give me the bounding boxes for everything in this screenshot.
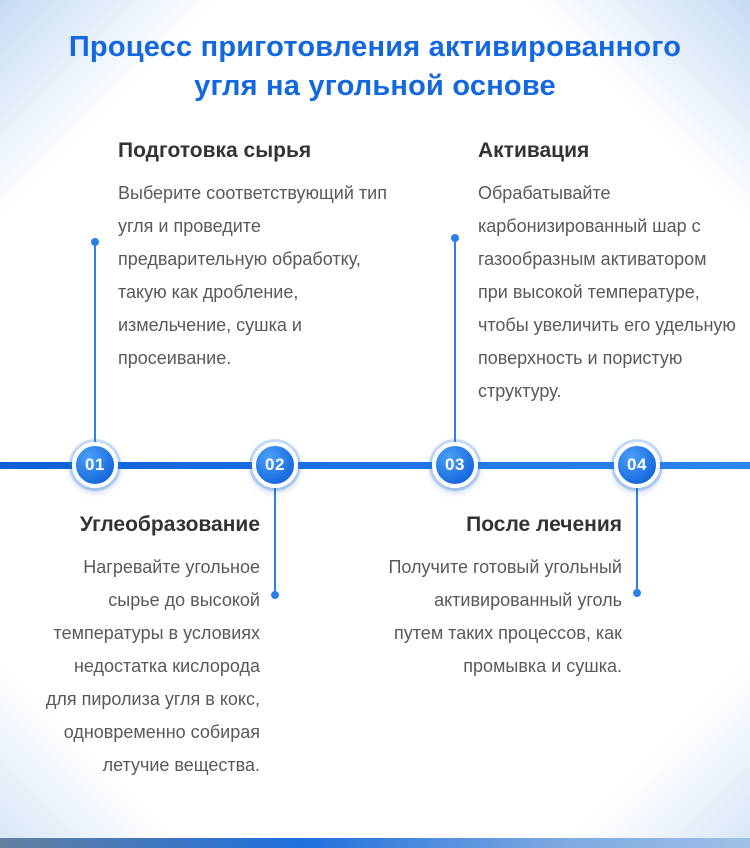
step-3-marker: 03: [432, 442, 478, 488]
step-1-marker: 01: [72, 442, 118, 488]
step-2-connector-line: [271, 468, 279, 599]
step-3-heading: Активация: [478, 139, 590, 162]
step-4-heading: После лечения: [466, 513, 622, 536]
step-1-connector-line: [91, 238, 99, 463]
timeline-axis: [0, 462, 750, 469]
page-title-line-1: Процесс приготовления активированного: [68, 31, 682, 63]
page-title: Процесс приготовления активированного уг…: [0, 28, 750, 106]
step-1-body: Выберите соответствующий тип угля и пров…: [118, 183, 387, 368]
step-1-heading: Подготовка сырья: [118, 139, 312, 162]
step-2-heading: Углеобразование: [79, 513, 260, 536]
step-2-marker: 02: [252, 442, 298, 488]
step-2-connector-dot: [271, 591, 279, 599]
bottom-accent-bar: [0, 838, 750, 848]
step-4-connector-line: [633, 468, 641, 597]
step-2-number: 02: [265, 455, 285, 474]
step-3-number: 03: [445, 455, 465, 474]
step-2-body: Нагревайте угольное сырье до высокой тем…: [45, 557, 260, 775]
step-3-connector-line: [451, 234, 459, 463]
step-4-body: Получите готовый угольный активированный…: [388, 557, 622, 676]
step-3-connector-dot: [451, 234, 459, 242]
step-2-text-block: Углеобразование Нагревайте угольное сырь…: [42, 512, 260, 782]
step-4-text-block: После лечения Получите готовый угольный …: [380, 512, 622, 683]
step-4-number: 04: [627, 455, 647, 474]
step-1-number: 01: [85, 455, 105, 474]
step-1-text-block: Подготовка сырья Выберите соответствующи…: [118, 138, 414, 375]
step-4-marker: 04: [614, 442, 660, 488]
step-3-text-block: Активация Обрабатывайте карбонизированны…: [478, 138, 736, 408]
step-1-connector-dot: [91, 238, 99, 246]
step-3-body: Обрабатывайте карбонизированный шар с га…: [478, 183, 736, 401]
step-4-connector-dot: [633, 589, 641, 597]
page-title-line-2: угля на угольной основе: [194, 70, 556, 102]
